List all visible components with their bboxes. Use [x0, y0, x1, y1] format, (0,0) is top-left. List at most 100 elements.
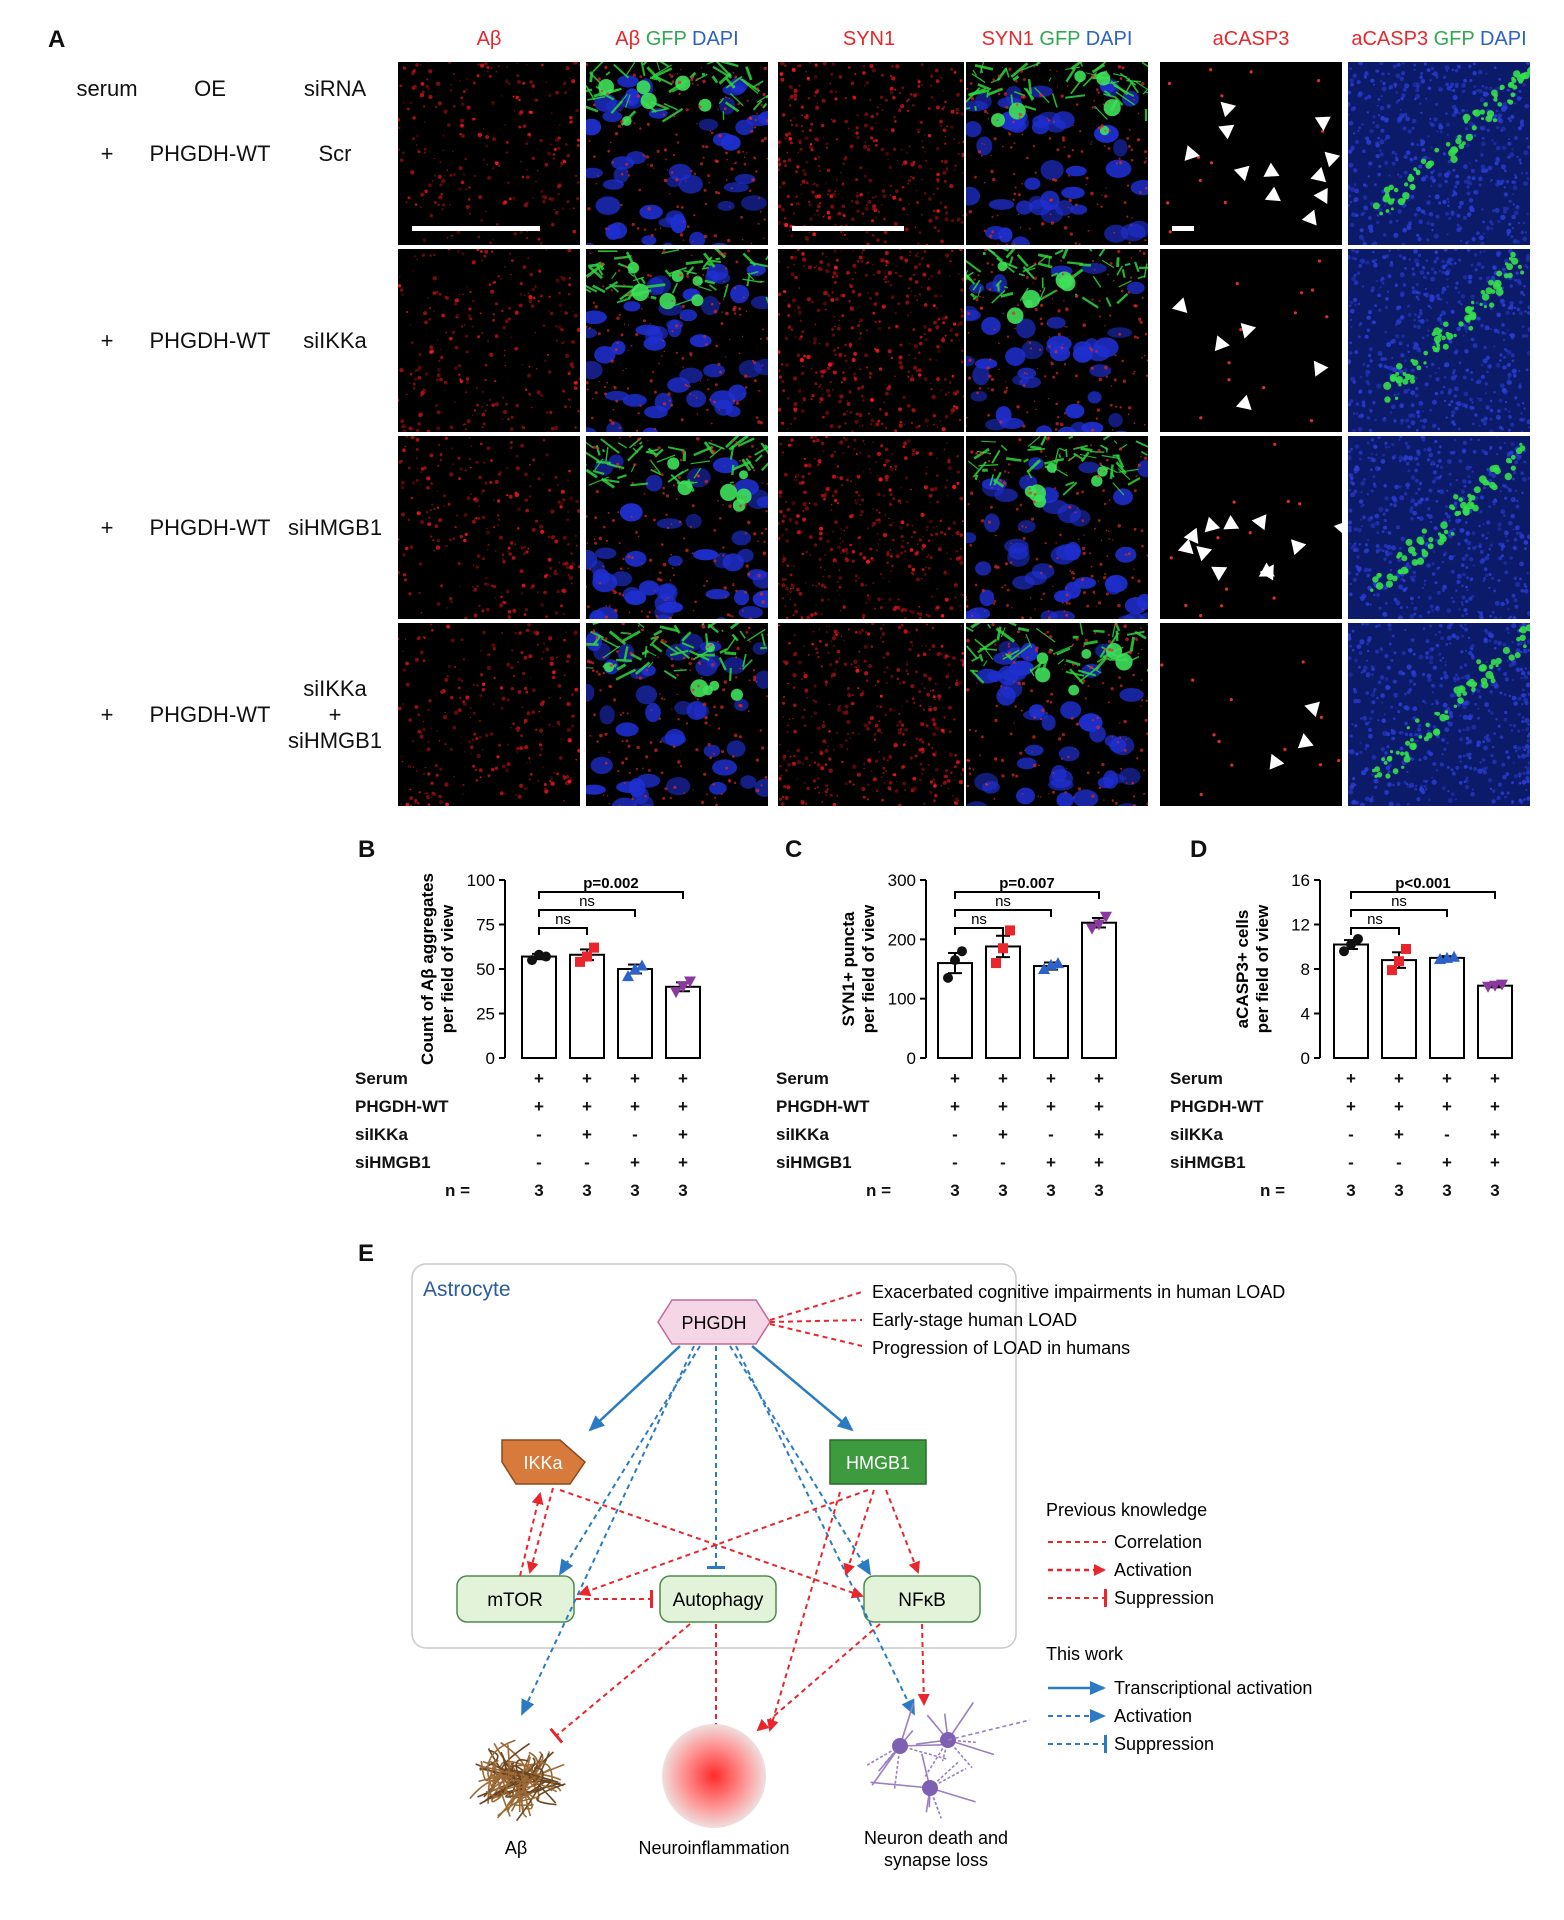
table-cell: 3 [1394, 1181, 1404, 1200]
data-point [575, 956, 585, 967]
micrograph-r1-c5 [1160, 62, 1342, 245]
column-header-part: GFP [1039, 28, 1081, 50]
bar [1477, 984, 1513, 1059]
arrowhead-marker [1218, 124, 1235, 140]
table-cell: + [534, 1097, 544, 1116]
table-cell: 3 [1490, 1181, 1500, 1200]
table-cell: + [998, 1097, 1008, 1116]
arrow-nfkb-neuron [917, 1623, 930, 1706]
scale-bar [792, 226, 904, 231]
table-cell: + [1442, 1097, 1452, 1116]
table-cell: + [534, 1069, 544, 1088]
arrowhead-marker [1171, 297, 1188, 314]
hmgb1-node [829, 1439, 927, 1485]
panel-label-e: E [358, 1240, 375, 1267]
table-cell: + [1490, 1125, 1500, 1144]
micrograph-r3-c6 [1348, 436, 1530, 619]
clinical-link-2 [769, 1319, 863, 1323]
column-header-5: aCASP3 [1160, 28, 1342, 51]
table-cell: + [678, 1069, 688, 1088]
row-sirna-value: siHMGB1 [287, 727, 383, 753]
abeta-fibril [483, 1780, 564, 1803]
mtor-label: mTOR [487, 1590, 543, 1611]
abeta-fibril [491, 1773, 508, 1803]
table-cell: 3 [998, 1181, 1008, 1200]
row-sirna-value: Scr [318, 140, 352, 166]
table-cell: + [1046, 1069, 1056, 1088]
abeta-aggregate-icon [469, 1739, 566, 1822]
data-point [1038, 963, 1050, 974]
table-cell: + [998, 1069, 1008, 1088]
table-cell: 3 [1346, 1181, 1356, 1200]
neuroinflammation-label: Neuroinflammation [638, 1838, 789, 1858]
row-oe-value: PHGDH-WT [149, 140, 271, 166]
neuron-dendrite [883, 1745, 901, 1765]
row-oe-value: PHGDH-WT [149, 514, 271, 540]
abeta-fibril [515, 1767, 544, 1822]
table-cell: + [950, 1069, 960, 1088]
column-header-3: SYN1 [778, 28, 960, 51]
table-row-label: n = [1260, 1181, 1286, 1200]
micrograph-r1-c6 [1348, 62, 1530, 245]
table-cell: + [678, 1097, 688, 1116]
data-point [677, 981, 689, 993]
y-tick-label: 100 [467, 871, 495, 890]
table-cell: - [1348, 1125, 1354, 1144]
table-cell: + [582, 1069, 592, 1088]
table-cell: + [1394, 1069, 1404, 1088]
panel-label-a: A [48, 26, 66, 53]
table-cell: + [678, 1153, 688, 1172]
neuron-dendrite [870, 1781, 931, 1789]
table-cell: + [582, 1097, 592, 1116]
data-point [527, 955, 537, 966]
data-point [684, 976, 696, 988]
table-cell: - [952, 1153, 958, 1172]
table-row-label: PHGDH-WT [776, 1097, 870, 1116]
table-cell: - [1000, 1153, 1006, 1172]
arrow-hmgb1-autophagy [843, 1489, 875, 1576]
table-cell: + [1394, 1097, 1404, 1116]
data-point [1353, 933, 1363, 944]
micrograph-r3-c3 [778, 436, 964, 619]
neuron-dendrite [941, 1739, 949, 1762]
table-cell: 3 [630, 1181, 640, 1200]
table-row-label: siHMGB1 [1170, 1153, 1246, 1172]
column-header-part: SYN1 [981, 28, 1040, 50]
table-row-label: siHMGB1 [776, 1153, 852, 1172]
table-cell: + [1094, 1125, 1104, 1144]
table-cell: + [678, 1125, 688, 1144]
arrowhead-marker [1223, 515, 1240, 530]
y-tick-label: 0 [907, 1049, 916, 1068]
arrow-hmgb1-nfkb [885, 1489, 920, 1574]
abeta-fibril [486, 1739, 516, 1791]
arrowhead-marker [1297, 733, 1314, 749]
row-sirna-value: siIKKa [303, 675, 367, 701]
micrograph-r2-c6 [1348, 249, 1530, 432]
abeta-fibril [513, 1796, 539, 1807]
micrograph-r2-c3 [778, 249, 964, 432]
bar [1081, 921, 1117, 1059]
neuron-icon [866, 1702, 1031, 1819]
arrowhead-marker [1235, 394, 1252, 411]
arrowhead-marker [1220, 101, 1237, 118]
abeta-fibril [485, 1744, 510, 1798]
arrowhead-marker [1314, 116, 1331, 131]
panel-label-b: B [358, 836, 376, 863]
panel-label-c: C [785, 836, 803, 863]
y-tick-label: 50 [476, 960, 495, 979]
clinical-text-3: Progression of LOAD in humans [872, 1338, 1130, 1358]
legend-correlation: Correlation [1114, 1532, 1202, 1552]
data-point [1100, 911, 1112, 923]
phgdh-node [657, 1299, 771, 1345]
micrograph-r1-c2 [586, 62, 768, 245]
bar [521, 955, 557, 1059]
arrowhead-marker [1177, 538, 1194, 555]
comparison-label: ns [995, 893, 1011, 910]
arrow-ikka-mtor [526, 1487, 554, 1574]
column-header-part: GFP [645, 28, 687, 50]
table-cell: + [1094, 1097, 1104, 1116]
comparison-label: p=0.007 [999, 875, 1054, 892]
micrograph-r3-c5 [1160, 436, 1342, 619]
